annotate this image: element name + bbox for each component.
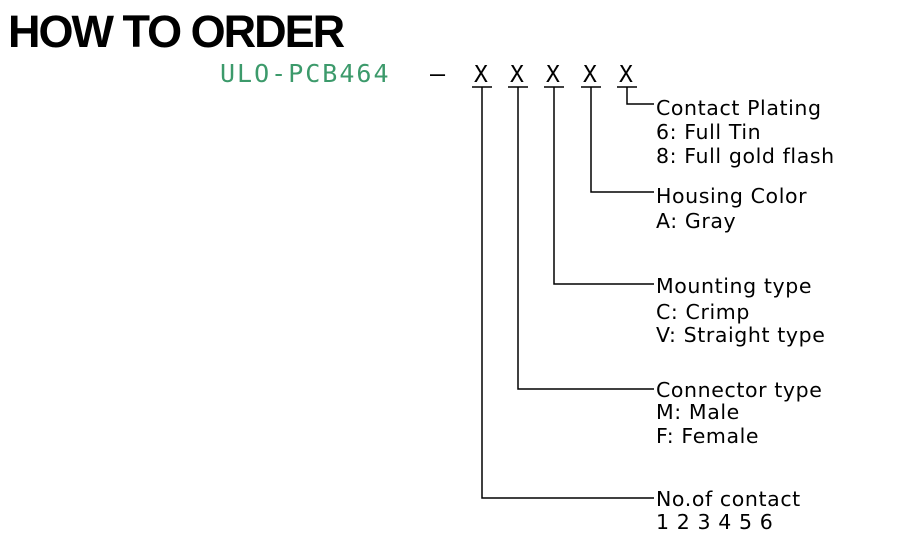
leader-housing-color [590, 87, 654, 193]
leader-mounting-type [553, 87, 654, 285]
field-connector-type-option: M: Male [656, 400, 740, 424]
code-position-4: X [583, 62, 597, 88]
leader-no-of-contact [481, 87, 654, 499]
field-mounting-type-option: C: Crimp [656, 300, 750, 324]
field-contact-plating-option: 8: Full gold flash [656, 144, 835, 168]
field-no-of-contact-option: 1 2 3 4 5 6 [656, 510, 773, 534]
field-no-of-contact-heading: No.of contact [656, 487, 801, 511]
page-title: HOW TO ORDER [8, 6, 345, 57]
field-mounting-type-heading: Mounting type [656, 274, 812, 298]
field-connector-type-option: F: Female [656, 424, 759, 448]
code-position-1: X [474, 62, 488, 88]
leader-connector-type [517, 87, 654, 390]
field-housing-color-option: A: Gray [656, 209, 736, 233]
part-number-separator: – [430, 59, 447, 88]
code-position-5: X [619, 62, 633, 88]
field-contact-plating-heading: Contact Plating [656, 96, 822, 120]
field-connector-type-heading: Connector type [656, 378, 822, 402]
field-contact-plating-option: 6: Full Tin [656, 120, 761, 144]
part-number-prefix: ULO-PCB464 [220, 59, 391, 88]
field-mounting-type-option: V: Straight type [656, 323, 825, 347]
field-housing-color-heading: Housing Color [656, 184, 807, 208]
code-position-2: X [510, 62, 524, 88]
code-position-3: X [546, 62, 560, 88]
leader-contact-plating [626, 87, 654, 105]
